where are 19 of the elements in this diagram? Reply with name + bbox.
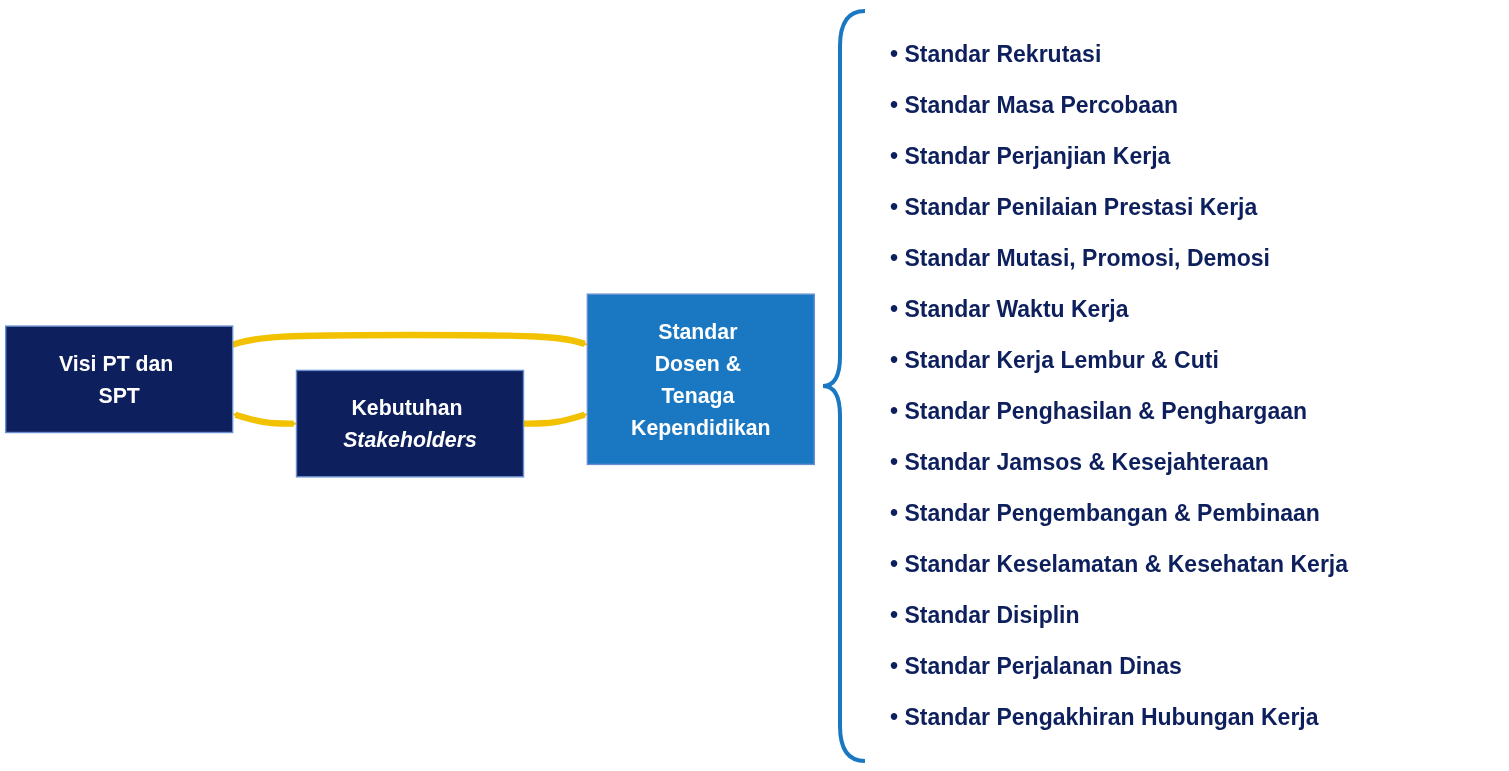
- list-item: • Standar Perjanjian Kerja: [890, 141, 1172, 171]
- list-item: • Standar Perjalanan Dinas: [890, 651, 1183, 681]
- list-item: • Standar Kerja Lembur & Cuti: [890, 345, 1220, 375]
- node-box: Kebutuhan Stakeholders: [295, 369, 525, 478]
- list-item: • Standar Waktu Kerja: [890, 294, 1130, 324]
- list-item: • Standar Jamsos & Kesejahteraan: [890, 447, 1270, 477]
- list-item: • Standar Rekrutasi: [890, 39, 1103, 69]
- node-box: Standar Dosen & Tenaga Kependidikan: [586, 293, 816, 466]
- arrow: [232, 411, 297, 427]
- list-item: • Standar Penilaian Prestasi Kerja: [890, 192, 1259, 222]
- list-item: • Standar Penghasilan & Penghargaan: [890, 396, 1309, 426]
- node-box: Visi PT dan SPT: [4, 325, 234, 434]
- list-item: • Standar Pengakhiran Hubungan Kerja: [890, 702, 1320, 732]
- list-item: • Standar Mutasi, Promosi, Demosi: [890, 243, 1271, 273]
- list-item: • Standar Masa Percobaan: [890, 90, 1179, 120]
- list-item: • Standar Disiplin: [890, 600, 1081, 630]
- arrow: [523, 411, 588, 427]
- list-item: • Standar Pengembangan & Pembinaan: [890, 498, 1321, 528]
- list-item: • Standar Keselamatan & Kesehatan Kerja: [890, 549, 1348, 579]
